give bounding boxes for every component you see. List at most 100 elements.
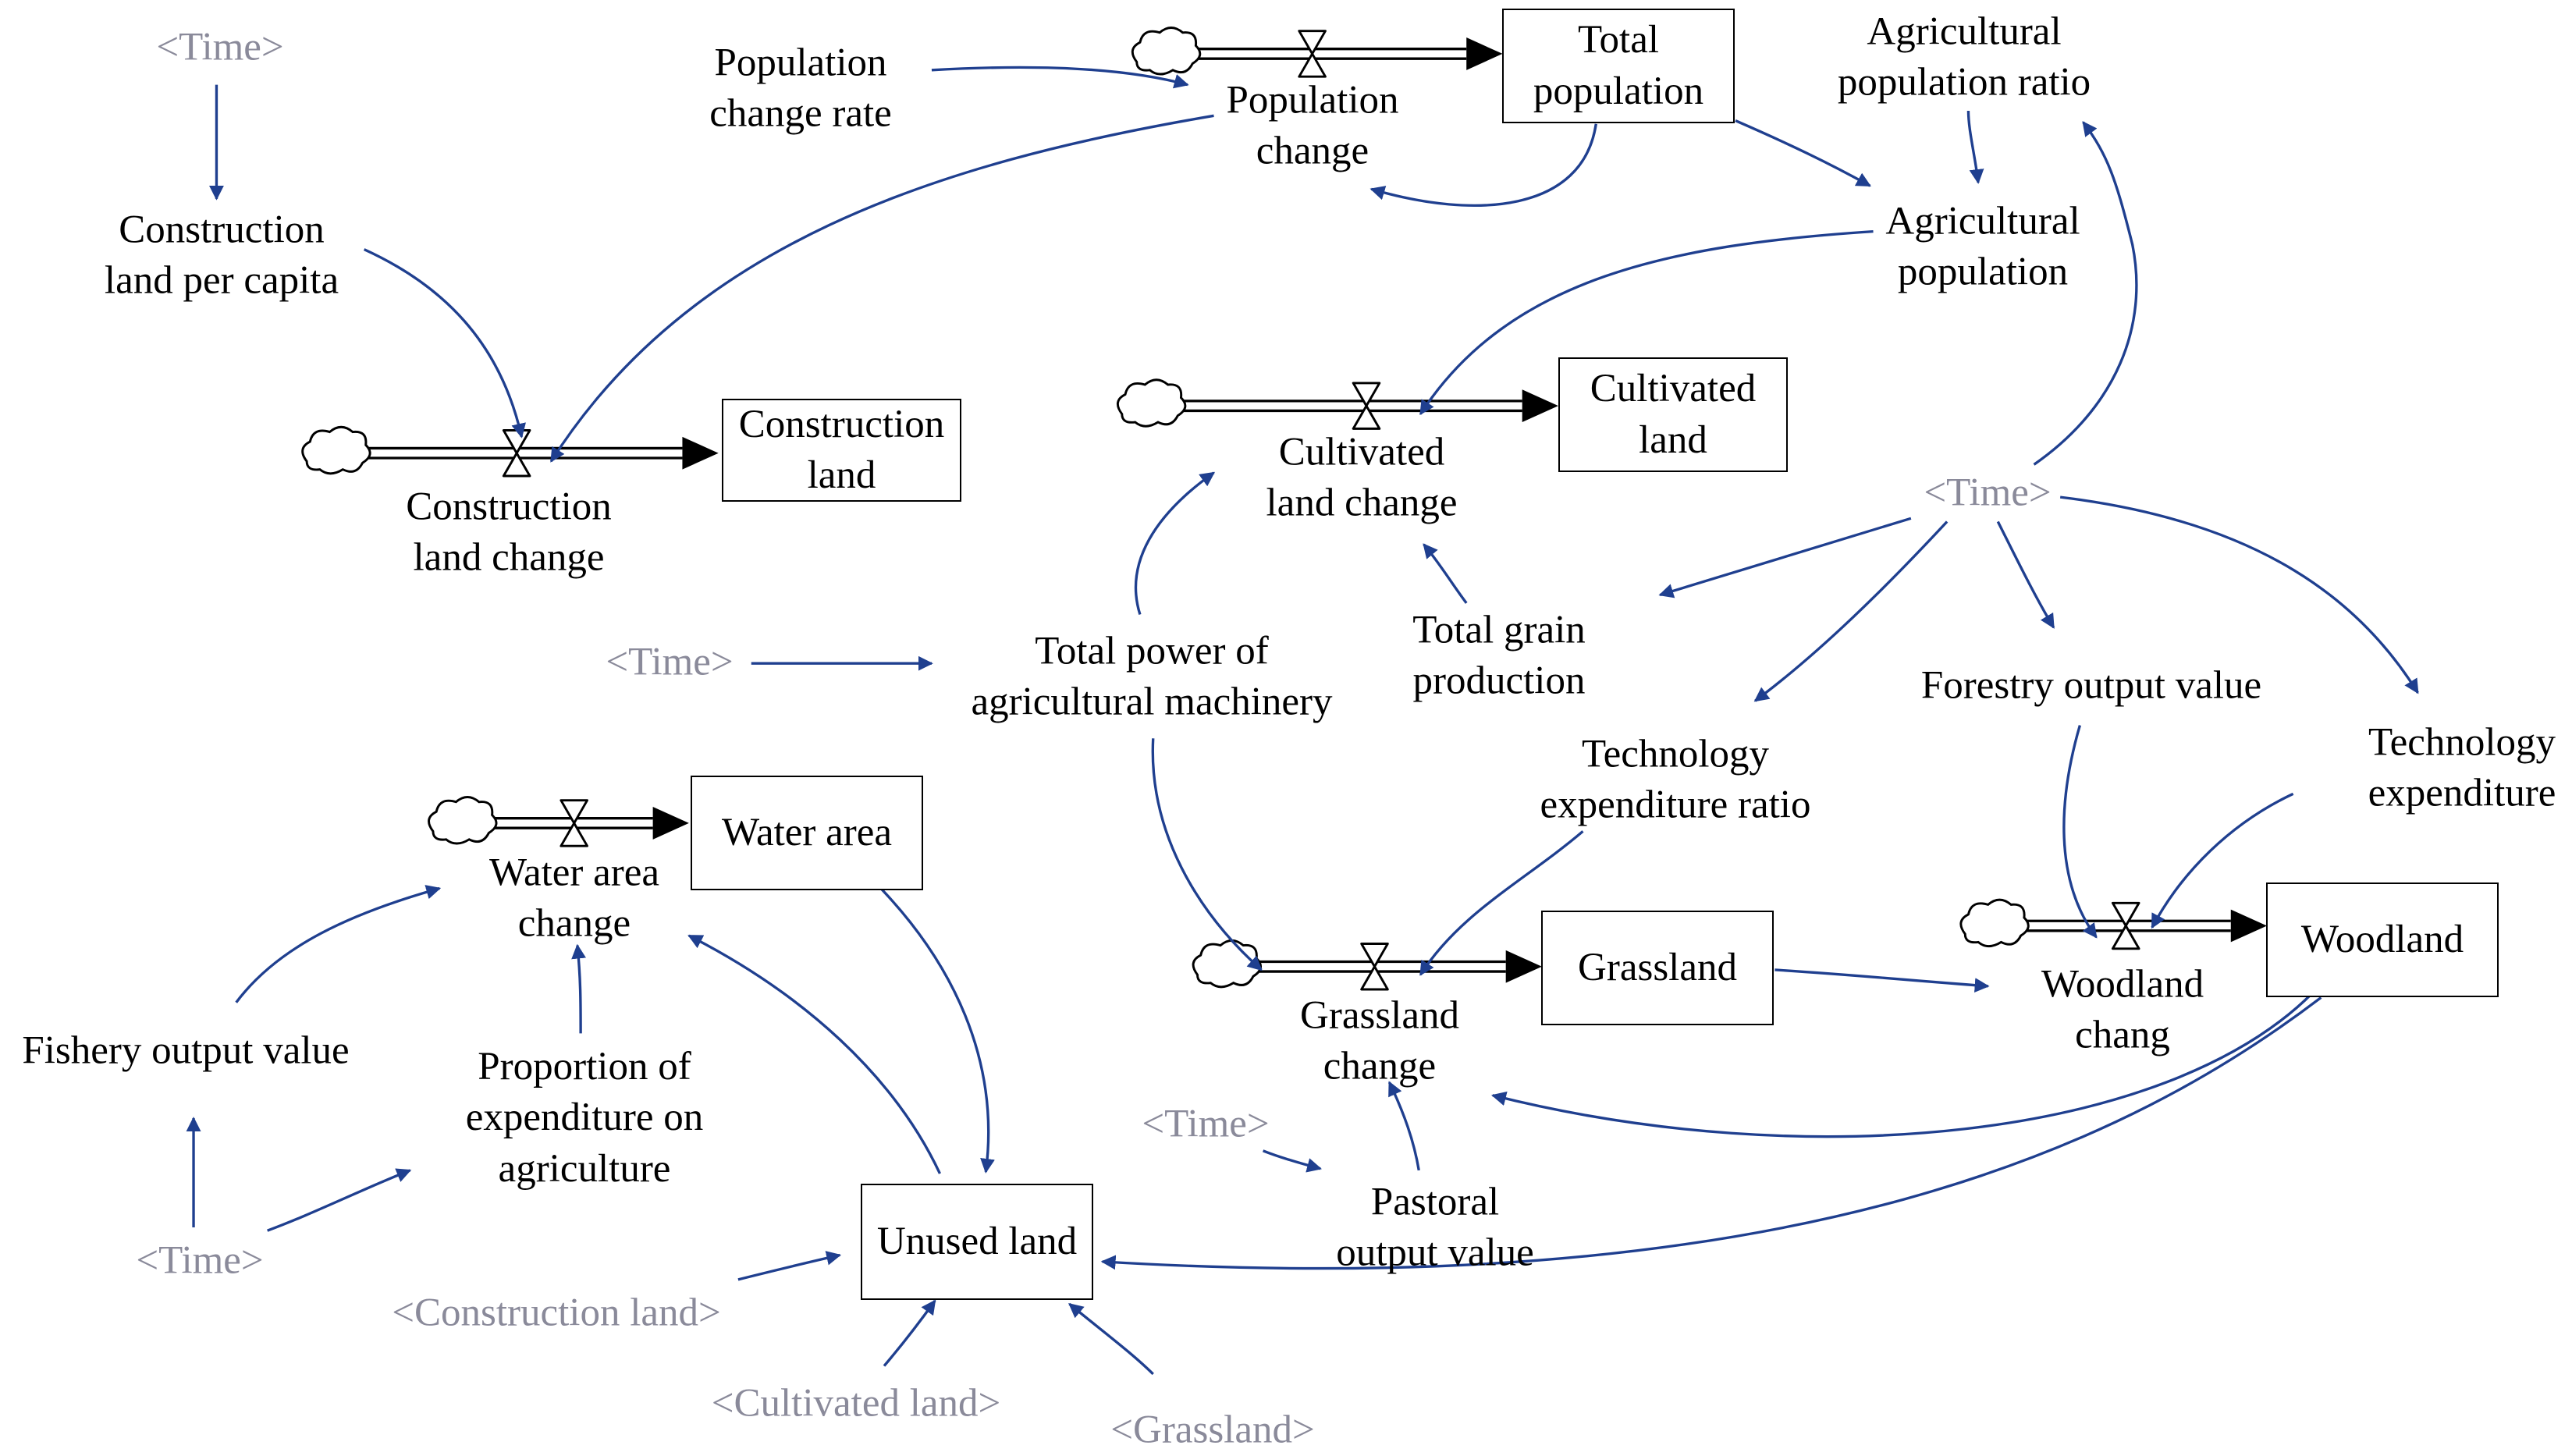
flow-arrowhead xyxy=(1522,389,1558,423)
shadow-time-pastoral: <Time> xyxy=(1142,1102,1270,1146)
flow-population-change-line-2: change xyxy=(1256,130,1369,173)
var-proportion-expenditure-agriculture-line-2: expenditure on xyxy=(465,1096,704,1140)
link-time-to-forestry-output-value xyxy=(1996,520,2055,629)
var-population-change-rate-line-2: change rate xyxy=(709,92,892,136)
var-agricultural-population-line-1: Agricultural xyxy=(1885,199,2080,243)
var-construction-land-per-capita-line-2: land per capita xyxy=(104,259,339,303)
link-woodland-to-grassland-change xyxy=(1491,992,2314,1138)
flow-valve-icon xyxy=(560,799,589,847)
flow-pipe-cultivated-land-change xyxy=(1117,378,1558,430)
link-total-grain-production-to-cultivated-land-change xyxy=(1423,543,1468,604)
flow-valve-icon xyxy=(1352,382,1381,430)
flow-valve-icon xyxy=(1360,943,1389,991)
var-total-power-agricultural-machinery-line-2: agricultural machinery xyxy=(971,680,1333,724)
flow-population-change: Population change xyxy=(1226,76,1398,178)
var-total-grain-production-line-1: Total grain xyxy=(1412,608,1586,652)
flow-pipe-population-change xyxy=(1131,27,1503,78)
var-construction-land-per-capita-line-1: Construction xyxy=(119,208,325,252)
stock-construction-land: Construction land xyxy=(722,399,961,502)
flow-cultivated-land-change-line-2: land change xyxy=(1266,481,1458,525)
link-forestry-output-value-to-woodland-change xyxy=(2062,725,2098,939)
link-construction-land-per-capita-to-construction-land-change xyxy=(363,248,526,439)
link-fishery-output-value-to-water-area-change xyxy=(235,885,442,1003)
flow-pipes xyxy=(301,27,2268,991)
flow-pipe-construction-land-change xyxy=(301,425,719,478)
var-fishery-output-value-line-1: Fishery output value xyxy=(22,1028,350,1073)
stock-grassland: Grassland xyxy=(1541,911,1774,1025)
link-water-area-to-unused-land xyxy=(878,886,995,1174)
var-proportion-expenditure-agriculture-line-3: agriculture xyxy=(498,1146,671,1191)
flow-grassland-change-line-2: change xyxy=(1323,1045,1437,1088)
var-proportion-expenditure-agriculture: Proportion of expenditure on agriculture xyxy=(466,1042,703,1195)
var-pastoral-output-value-line-1: Pastoral xyxy=(1370,1180,1500,1224)
flow-water-area-change-line-2: change xyxy=(517,902,631,946)
flow-woodland-change-line-1: Woodland xyxy=(2041,962,2204,1007)
flow-arrowhead xyxy=(652,807,689,840)
link-time-to-agricultural-population-ratio xyxy=(2033,121,2138,466)
flow-population-change-line-1: Population xyxy=(1226,78,1399,123)
var-technology-expenditure-ratio-line-2: expenditure ratio xyxy=(1540,783,1811,827)
stock-total-population: Total population xyxy=(1502,9,1735,123)
flow-cultivated-land-change: Cultivated land change xyxy=(1266,428,1458,530)
stock-water-area: Water area xyxy=(691,776,923,890)
link-total-population-to-population-change xyxy=(1369,123,1597,208)
link-agricultural-population-to-cultivated-land-change xyxy=(1419,229,1874,416)
var-total-grain-production-line-2: production xyxy=(1412,659,1586,703)
link-woodland-to-unused-land xyxy=(1100,996,2322,1270)
flow-construction-land-change: Construction land change xyxy=(406,482,612,584)
stock-woodland: Woodland xyxy=(2266,882,2499,997)
flow-arrowhead xyxy=(682,436,719,470)
var-pastoral-output-value-line-2: output value xyxy=(1336,1231,1534,1275)
link-population-change-to-construction-land-change xyxy=(549,114,1214,463)
stock-total-population-line-1: Total xyxy=(1577,18,1660,62)
var-pastoral-output-value: Pastoral output value xyxy=(1336,1177,1534,1280)
stock-cultivated-land: Cultivated land xyxy=(1558,357,1788,472)
link-agri-population-ratio-to-agricultural-population xyxy=(1966,111,1984,184)
shadow-time-middle: <Time> xyxy=(606,640,734,684)
var-fishery-output-value: Fishery output value xyxy=(22,1025,349,1076)
var-technology-expenditure-line-2: expenditure xyxy=(2368,772,2556,815)
var-population-change-rate: Population change rate xyxy=(709,38,892,140)
shadow-cultivated-land: <Cultivated land> xyxy=(711,1381,1001,1426)
var-population-change-rate-line-1: Population xyxy=(714,41,887,85)
link-construction-land-shadow-to-unused-land xyxy=(737,1251,842,1281)
causal-links xyxy=(186,66,2419,1376)
link-technology-expenditure-to-woodland-change xyxy=(2151,792,2294,929)
link-proportion-expenditure-to-water-area-change xyxy=(571,943,587,1034)
flow-woodland-change-line-2: chang xyxy=(2075,1014,2170,1057)
stock-grassland-label: Grassland xyxy=(1578,945,1737,989)
stock-construction-land-line-1: Construction xyxy=(738,402,945,446)
flow-arrowhead xyxy=(1505,950,1542,983)
cloud-source-icon xyxy=(1131,27,1202,76)
flow-arrowhead xyxy=(1466,37,1503,70)
flow-water-area-change: Water area change xyxy=(489,848,659,950)
var-forestry-output-value-line-1: Forestry output value xyxy=(1920,663,2262,708)
flow-construction-land-change-line-2: land change xyxy=(413,536,605,580)
shadow-time-top-left: <Time> xyxy=(156,25,284,69)
var-agricultural-population-ratio: Agricultural population ratio xyxy=(1838,7,2091,109)
stock-cultivated-land-line-1: Cultivated xyxy=(1590,367,1757,411)
var-agricultural-population-ratio-line-1: Agricultural xyxy=(1867,9,2062,54)
var-agricultural-population-ratio-line-2: population ratio xyxy=(1837,61,2091,105)
var-total-power-agricultural-machinery-line-1: Total power of xyxy=(1035,629,1269,673)
var-total-grain-production: Total grain production xyxy=(1412,605,1586,708)
link-technology-expenditure-ratio-to-grassland-change xyxy=(1419,830,1584,976)
link-time-to-technology-expenditure xyxy=(2059,495,2419,694)
flow-woodland-change: Woodland chang xyxy=(2041,960,2204,1062)
flow-cultivated-land-change-line-1: Cultivated xyxy=(1278,430,1445,474)
shadow-time-right: <Time> xyxy=(1924,471,2052,515)
stock-unused-land: Unused land xyxy=(861,1184,1093,1300)
flow-pipe-woodland-change xyxy=(1959,898,2268,950)
cloud-source-icon xyxy=(1117,378,1187,428)
var-technology-expenditure: Technology expenditure xyxy=(2368,718,2556,820)
var-technology-expenditure-line-1: Technology xyxy=(2368,720,2556,765)
link-total-power-agri-machinery-to-grassland-change xyxy=(1151,738,1263,971)
flow-pipe-grassland-change xyxy=(1192,939,1542,991)
flow-arrowhead xyxy=(2230,909,2268,943)
flow-grassland-change-line-1: Grassland xyxy=(1300,993,1459,1038)
var-agricultural-population: Agricultural population xyxy=(1885,197,2080,299)
var-agricultural-population-line-2: population xyxy=(1897,250,2069,294)
var-technology-expenditure-ratio-line-1: Technology xyxy=(1581,732,1770,776)
